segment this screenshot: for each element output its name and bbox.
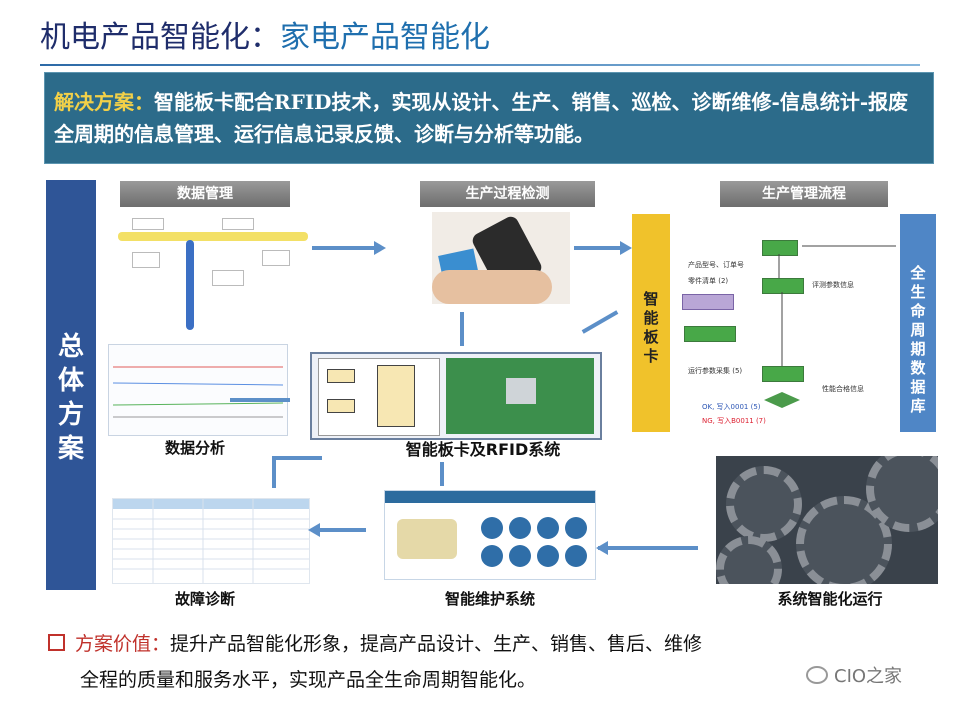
arrow-right-icon bbox=[620, 241, 632, 255]
wechat-icon bbox=[806, 666, 828, 684]
caption-card-rfid: 智能板卡及RFID系统 bbox=[405, 440, 561, 459]
hand bbox=[432, 270, 552, 304]
flow-connectors bbox=[764, 245, 896, 408]
caption-data-analysis: 数据分析 bbox=[164, 439, 225, 457]
title-main: 机电产品智能化： bbox=[40, 20, 280, 55]
flow-step bbox=[762, 278, 804, 294]
chip-block bbox=[327, 399, 355, 413]
solution-text-block: 解决方案：智能板卡配合RFID技术，实现从设计、生产、销售、巡检、诊断维修-信息… bbox=[54, 86, 924, 150]
network-node bbox=[132, 218, 164, 230]
network-node bbox=[262, 250, 290, 266]
appliance-image bbox=[397, 519, 457, 559]
smart-card-label: 智能板卡 bbox=[643, 290, 659, 365]
database-bar: 全生命周期数据库 bbox=[900, 214, 936, 432]
flow-note: 性能合格信息 bbox=[822, 385, 864, 393]
solution-text: 智能板卡配合RFID技术，实现从设计、生产、销售、巡检、诊断维修-信息统计-报废… bbox=[54, 90, 909, 146]
flow-note: OK, 写入0001 (5) bbox=[702, 403, 761, 411]
caption-system-run: 系统智能化运行 bbox=[777, 590, 883, 608]
arrow-line bbox=[574, 246, 620, 250]
network-node bbox=[212, 270, 244, 286]
overall-scheme-text: 总体方案 bbox=[58, 332, 85, 464]
flow-step bbox=[682, 294, 734, 310]
rfid-scanner-photo bbox=[432, 212, 570, 304]
arrow-line bbox=[272, 456, 276, 488]
title-divider bbox=[40, 64, 920, 66]
title-sub: 家电产品智能化 bbox=[280, 20, 490, 55]
header-production-detection: 生产过程检测 bbox=[420, 181, 595, 207]
arrow-line bbox=[318, 528, 366, 532]
flow-note: 零件清单 (2) bbox=[688, 277, 729, 285]
database-label: 全生命周期数据库 bbox=[910, 264, 926, 415]
arrow-right-icon bbox=[374, 241, 386, 255]
arrow-line bbox=[440, 462, 444, 486]
overall-scheme-bar: 总体方案 bbox=[46, 180, 96, 590]
network-vertical-bar bbox=[186, 240, 194, 330]
circuit-schematic bbox=[318, 358, 440, 436]
function-icon bbox=[565, 545, 587, 567]
caption-fault-diagnosis: 故障诊断 bbox=[174, 590, 235, 608]
flow-step bbox=[684, 326, 736, 342]
function-icon bbox=[481, 517, 503, 539]
function-icon bbox=[509, 517, 531, 539]
chip-block bbox=[377, 365, 415, 427]
flow-chart: 产品型号、订单号 零件清单 (2) 评测参数信息 运行参数采集 (5) 性能合格… bbox=[672, 216, 898, 432]
flow-step bbox=[762, 366, 804, 382]
arrow-line bbox=[460, 312, 464, 346]
network-node bbox=[132, 252, 160, 268]
chip-block bbox=[327, 369, 355, 383]
value-statement: 方案价值：提升产品智能化形象，提高产品设计、生产、销售、售后、维修 全程的质量和… bbox=[48, 626, 908, 698]
solution-banner: 解决方案：智能板卡配合RFID技术，实现从设计、生产、销售、巡检、诊断维修-信息… bbox=[44, 72, 934, 164]
arrow-line bbox=[312, 246, 374, 250]
value-label: 方案价值： bbox=[75, 633, 171, 655]
maintenance-system-screen bbox=[384, 490, 596, 580]
pcb-photo bbox=[446, 358, 594, 434]
value-line-2: 全程的质量和服务水平，实现产品全生命周期智能化。 bbox=[80, 669, 537, 691]
flow-note: 产品型号、订单号 bbox=[688, 261, 744, 269]
rfid-module bbox=[506, 378, 536, 404]
arrow-left-icon bbox=[308, 523, 320, 537]
arrow-left-icon bbox=[596, 541, 608, 555]
flow-note: 评测参数信息 bbox=[812, 281, 854, 289]
arrow-line bbox=[598, 546, 698, 550]
watermark-brand: CIO之家 bbox=[834, 666, 903, 687]
function-icon bbox=[537, 545, 559, 567]
arrow-line bbox=[230, 398, 290, 402]
analysis-lines bbox=[112, 366, 284, 418]
table-grid bbox=[113, 499, 309, 583]
network-bus-bar bbox=[118, 232, 308, 241]
smart-card-rfid-panel bbox=[310, 352, 602, 440]
header-production-flow: 生产管理流程 bbox=[720, 181, 888, 207]
flow-note: 运行参数采集 (5) bbox=[688, 367, 743, 375]
smart-card-bar: 智能板卡 bbox=[632, 214, 670, 432]
wechat-watermark: CIO之家 bbox=[806, 662, 902, 688]
caption-maintenance-system: 智能维护系统 bbox=[444, 590, 535, 608]
gear-icon bbox=[716, 536, 782, 584]
fault-diagnosis-table bbox=[112, 498, 310, 584]
solution-label: 解决方案： bbox=[54, 90, 154, 114]
network-diagram bbox=[112, 210, 312, 330]
function-icon bbox=[481, 545, 503, 567]
flow-note: NG, 写入B0011 (7) bbox=[702, 417, 766, 425]
header-data-management: 数据管理 bbox=[120, 181, 290, 207]
value-text-1: 提升产品智能化形象，提高产品设计、生产、销售、售后、维修 bbox=[170, 633, 703, 655]
flow-step bbox=[762, 240, 798, 256]
data-analysis-chart bbox=[108, 344, 288, 436]
value-line-1: 方案价值：提升产品智能化形象，提高产品设计、生产、销售、售后、维修 bbox=[48, 626, 908, 662]
function-icon bbox=[509, 545, 531, 567]
overall-scheme-label: 总体方案 bbox=[46, 330, 96, 466]
network-node bbox=[222, 218, 254, 230]
screen-header-bar bbox=[385, 491, 595, 503]
gear-icon bbox=[726, 466, 802, 542]
checkbox-square-icon bbox=[48, 634, 65, 651]
page-title: 机电产品智能化：家电产品智能化 bbox=[40, 12, 490, 56]
gears-image bbox=[716, 456, 938, 584]
arrow-line bbox=[581, 310, 619, 334]
function-icon bbox=[565, 517, 587, 539]
function-icon bbox=[537, 517, 559, 539]
arrow-line bbox=[272, 456, 322, 460]
gear-icon bbox=[866, 456, 938, 532]
